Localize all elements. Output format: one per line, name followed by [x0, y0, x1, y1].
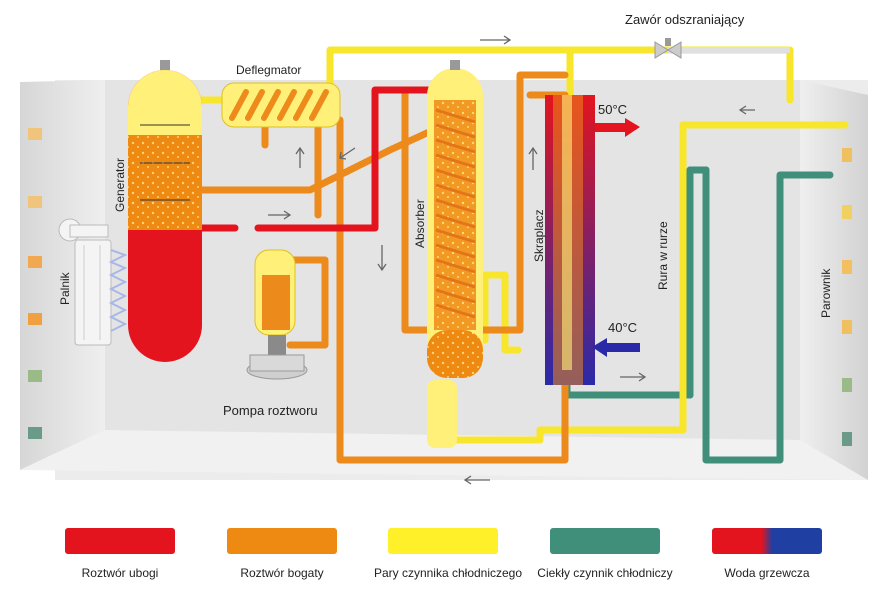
- heating-water-in: [592, 338, 640, 357]
- pump-label: Pompa roztworu: [223, 403, 318, 418]
- absorber-receiver: [427, 380, 457, 448]
- legend: [65, 528, 822, 554]
- condenser-label: Skraplacz: [532, 209, 546, 262]
- burner-label: Palnik: [58, 272, 72, 305]
- valve-label: Zawór odszraniający: [625, 12, 745, 27]
- generator-label: Generator: [113, 157, 127, 212]
- burner: [58, 218, 128, 346]
- legend-label-weak: Roztwór ubogi: [81, 566, 159, 580]
- dephlegmator-label: Deflegmator: [236, 63, 302, 77]
- legend-swatch-water: [712, 528, 822, 554]
- defrost-valve: [654, 38, 682, 59]
- legend-label-water: Woda grzewcza: [724, 566, 810, 580]
- legend-swatch-vapour: [388, 528, 498, 554]
- legend-label-rich: Roztwór bogaty: [240, 566, 324, 580]
- flow-arrows: [268, 35, 755, 485]
- legend-swatch-rich: [227, 528, 337, 554]
- pipe-in-pipe-label: Rura w rurze: [656, 221, 670, 290]
- temp-in-label: 40°C: [608, 320, 638, 335]
- burner-wall-strip: [28, 128, 42, 439]
- heating-water-out: [595, 118, 640, 137]
- temp-out-label: 50°C: [598, 102, 628, 117]
- evaporator-label: Parownik: [819, 268, 833, 318]
- legend-label-vapour: Pary czynnika chłodniczego: [373, 566, 523, 580]
- generator-vessel: [128, 60, 202, 362]
- legend-swatch-weak: [65, 528, 175, 554]
- dephlegmator: [221, 82, 341, 128]
- evaporator-wall-strip: [842, 148, 852, 446]
- absorber-vessel: [427, 60, 483, 378]
- condenser: [545, 95, 595, 385]
- legend-label-liquid: Ciekły czynnik chłodniczy: [537, 566, 673, 580]
- solution-pump: [246, 249, 308, 380]
- legend-swatch-liquid: [550, 528, 660, 554]
- absorber-label: Absorber: [413, 199, 427, 248]
